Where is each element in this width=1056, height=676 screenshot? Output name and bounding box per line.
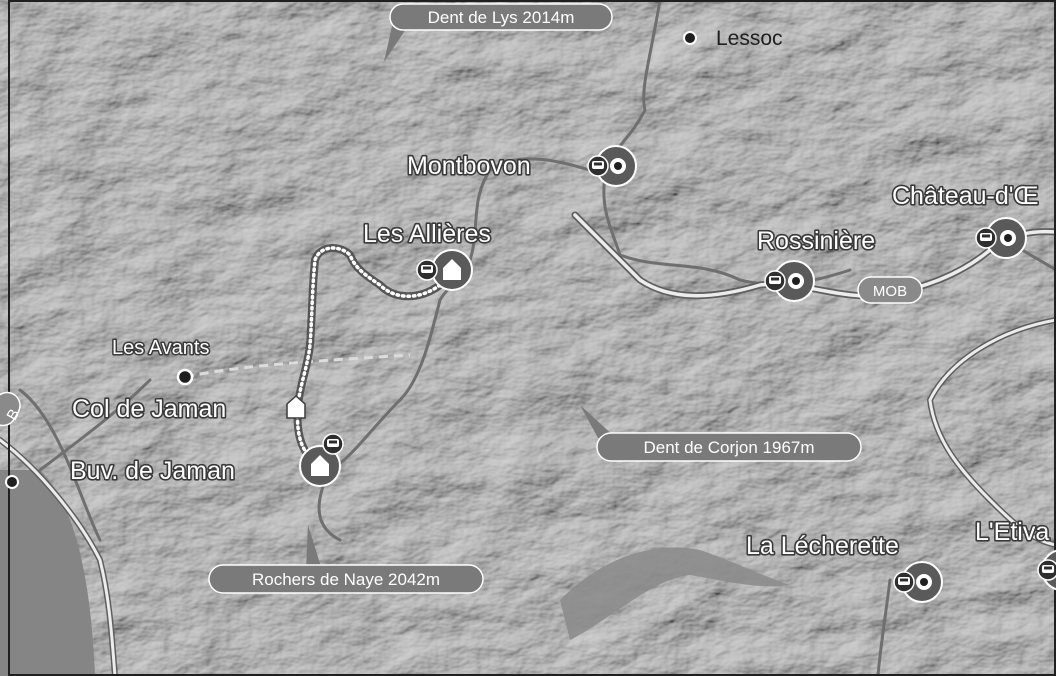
station-marker-les-allieres[interactable]: Les Allières — [361, 218, 492, 291]
place-label-les-avants: Les Avants — [112, 337, 209, 359]
lake — [0, 470, 95, 676]
station-marker-chateau-doex[interactable]: Château-d'Œ — [890, 180, 1040, 259]
place-label-buv-de-jaman: Buv. de Jaman — [70, 457, 235, 485]
station-marker-la-lecherette[interactable]: La Lécherette — [744, 530, 943, 603]
map-frame — [8, 0, 1056, 676]
hut-icon — [286, 394, 306, 419]
bus-icon — [975, 227, 997, 249]
callout-badge — [208, 564, 484, 594]
town-marker-les-avants[interactable]: Les Avants — [111, 336, 211, 386]
dashed-path-avants — [184, 353, 411, 379]
callout-badge — [596, 432, 862, 462]
bus-icon — [322, 433, 344, 455]
callout-pointer — [306, 525, 322, 570]
place-label-montbovon: Montbovon — [407, 152, 531, 180]
station-marker-buv-de-jaman[interactable]: Buv. de Jaman — [68, 433, 344, 487]
bus-icon — [764, 270, 786, 292]
station-core — [920, 578, 928, 586]
town-dot-icon — [683, 31, 697, 45]
place-label-les-allieres: Les Allières — [363, 220, 491, 248]
place-label-lessoc: Lessoc — [716, 27, 783, 50]
bus-icon — [1037, 559, 1056, 581]
bus-icon — [416, 259, 438, 281]
peak-label-rochers-de-naye: Rochers de Naye 2042m — [252, 570, 440, 589]
peak-callout-dent-de-lys[interactable]: Dent de Lys 2014m — [384, 3, 613, 62]
station-core — [792, 277, 800, 285]
road-lakeside — [18, 388, 102, 542]
hut-marker-col-de-jaman[interactable]: Col de Jaman — [70, 393, 306, 425]
place-label-rossiniere: Rossinière — [757, 227, 875, 255]
road-rossiniere — [618, 253, 852, 286]
reservoir — [560, 547, 790, 640]
town-marker-lessoc[interactable]: Lessoc — [683, 27, 783, 50]
peak-callout-dent-de-corjon[interactable]: Dent de Corjon 1967m — [580, 405, 862, 462]
callout-badge — [389, 3, 613, 31]
road-avants — [38, 378, 152, 472]
station-marker-montbovon[interactable]: Montbovon — [405, 145, 637, 187]
callout-pointer — [384, 26, 408, 62]
place-label-col-de-jaman: Col de Jaman — [72, 395, 226, 423]
station-core — [1004, 234, 1012, 242]
place-label-la-lecherette: La Lécherette — [746, 532, 899, 560]
bus-icon — [893, 571, 915, 593]
bus-icon — [587, 155, 609, 177]
rail-label-mob: MOB — [873, 283, 907, 300]
station-marker-rossiniere[interactable]: Rossinière — [755, 225, 877, 302]
town-dot-icon[interactable] — [5, 475, 19, 489]
road-lessoc-montbovon — [602, 0, 662, 257]
hut-icon — [311, 455, 329, 476]
station-core — [614, 162, 622, 170]
peak-label-dent-de-corjon: Dent de Corjon 1967m — [643, 438, 814, 457]
peak-label-dent-de-lys: Dent de Lys 2014m — [428, 8, 575, 27]
peak-callout-rochers-de-naye[interactable]: Rochers de Naye 2042m — [208, 525, 484, 594]
rail-badge-edge: B — [0, 391, 23, 427]
hut-icon — [443, 259, 461, 280]
station-marker-l-etivaz[interactable]: L'Etiva — [973, 516, 1056, 591]
callout-pointer — [580, 405, 616, 438]
road-lecherette — [876, 578, 892, 676]
place-label-chateau-doex: Château-d'Œ — [892, 182, 1039, 210]
rail-badge-mob: MOB — [857, 276, 923, 304]
place-label-l-etivaz: L'Etiva — [975, 518, 1049, 546]
town-dot-icon — [176, 368, 194, 386]
